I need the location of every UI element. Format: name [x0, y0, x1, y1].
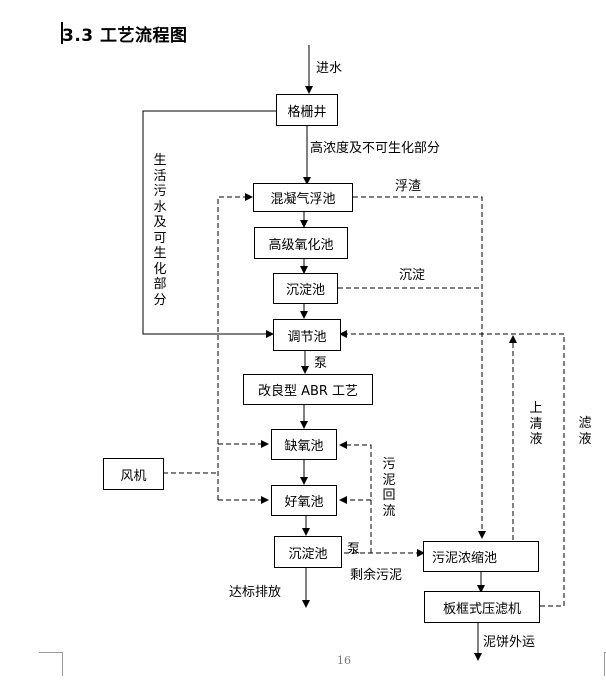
label-supernatant: 上清液: [529, 401, 543, 447]
box-filter-press[interactable]: 板框式压滤机: [424, 591, 540, 623]
page-number: 16: [337, 654, 351, 667]
label-filtrate: 滤液: [578, 416, 592, 447]
label-sludge-return: 污泥回流: [382, 457, 396, 519]
box-sedimentation-1[interactable]: 沉淀池: [273, 273, 338, 304]
box-sludge-thickener[interactable]: 污泥浓缩池: [423, 541, 539, 572]
box-abr-process[interactable]: 改良型 ABR 工艺: [243, 374, 373, 405]
box-label: 污泥浓缩池: [432, 551, 498, 566]
label-sediment: 沉淀: [399, 268, 426, 283]
filtrate-line: [339, 330, 565, 607]
sludge-return-line: [339, 441, 372, 553]
box-label: 改良型 ABR 工艺: [257, 384, 359, 399]
box-anoxic-tank[interactable]: 缺氧池: [271, 429, 337, 460]
box-regulating-tank[interactable]: 调节池: [273, 319, 341, 351]
box-coagulation-flotation[interactable]: 混凝气浮池: [253, 183, 353, 212]
box-grille-well[interactable]: 格栅井: [276, 94, 338, 126]
title-cursor-bar: [61, 22, 63, 44]
page-corner-mark-right: [604, 652, 606, 676]
label-pump-1: 泵: [314, 356, 328, 371]
box-label: 调节池: [287, 329, 327, 345]
box-sedimentation-2[interactable]: 沉淀池: [274, 536, 342, 568]
box-label: 好氧池: [284, 495, 324, 510]
box-label: 沉淀池: [285, 283, 325, 298]
box-label: 高级氧化池: [268, 237, 334, 253]
box-blower[interactable]: 风机: [103, 458, 164, 490]
scum-line: [353, 196, 486, 539]
label-discharge: 达标排放: [229, 585, 282, 600]
label-domestic-sewage: 生活污水及可生化部分: [153, 153, 167, 308]
label-scum: 浮渣: [395, 179, 422, 194]
box-advanced-oxidation[interactable]: 高级氧化池: [254, 227, 348, 259]
box-aerobic-tank[interactable]: 好氧池: [271, 485, 337, 516]
arrow-domestic-bypass: [142, 110, 276, 338]
label-excess-sludge: 剩余污泥: [350, 568, 403, 583]
box-label: 格栅井: [287, 104, 327, 120]
air-line-to-float: [217, 193, 253, 500]
box-label: 板框式压滤机: [442, 601, 521, 617]
page-corner-mark-left: [39, 652, 63, 676]
label-cake-out: 泥饼外运: [483, 635, 536, 650]
box-label: 混凝气浮池: [270, 192, 336, 207]
box-label: 缺氧池: [284, 439, 324, 454]
label-pump-2: 泵: [347, 542, 361, 557]
label-inflow: 进水: [316, 61, 343, 76]
box-label: 风机: [120, 468, 147, 484]
page-title: 3.3 工艺流程图: [62, 26, 188, 46]
label-high-concentration: 高浓度及不可生化部分: [310, 141, 441, 156]
box-label: 沉淀池: [288, 546, 328, 562]
